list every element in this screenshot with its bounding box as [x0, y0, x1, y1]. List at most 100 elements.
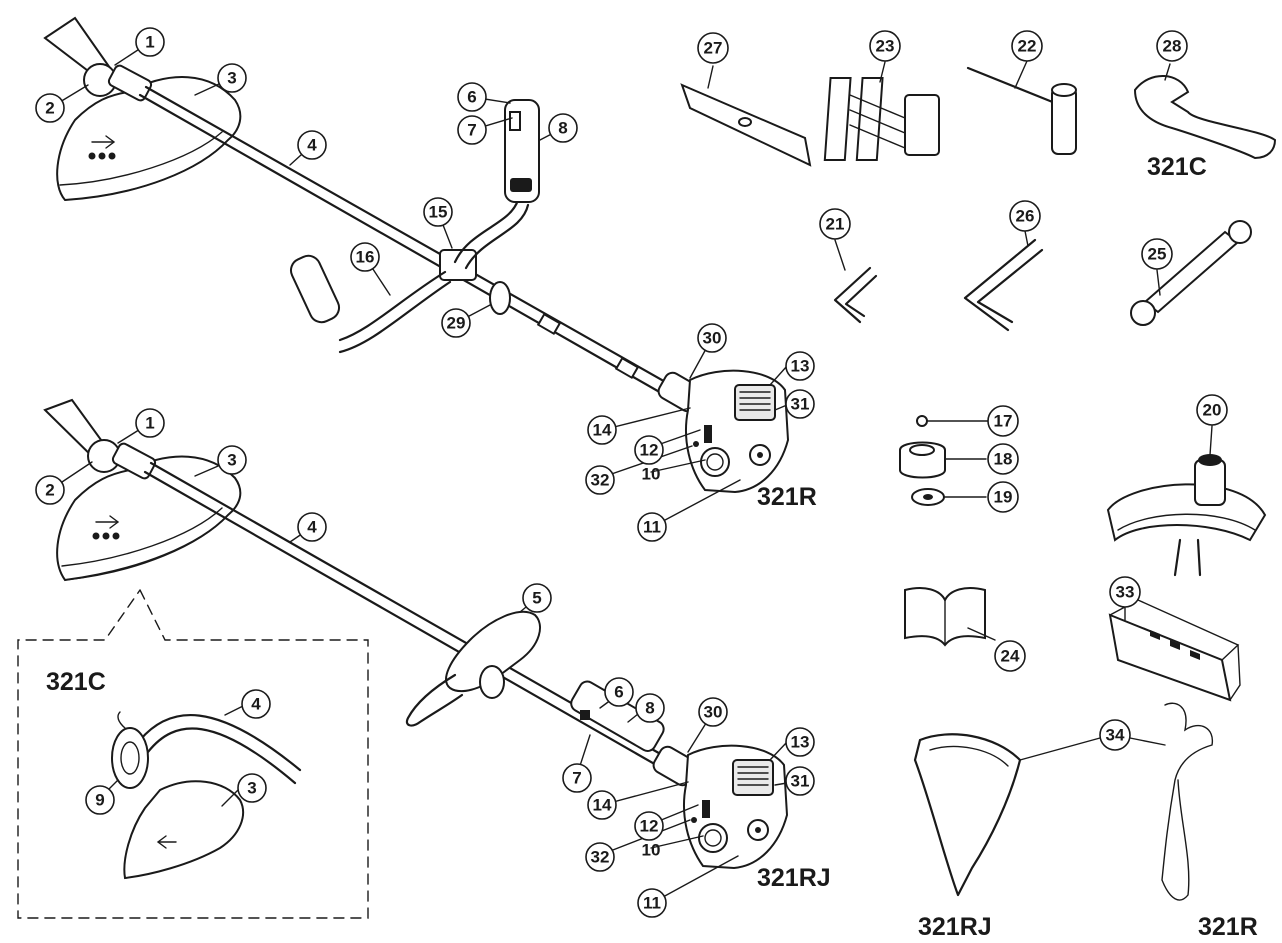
svg-text:34: 34	[1106, 726, 1125, 745]
svg-text:11: 11	[643, 894, 661, 913]
callout-4: 4	[297, 512, 327, 542]
callout-28: 28	[1156, 30, 1188, 62]
inset-321c	[17, 589, 369, 919]
callout-3: 3	[217, 63, 247, 93]
callout-7: 7	[457, 115, 487, 145]
battery-pack	[1108, 599, 1241, 702]
svg-text:6: 6	[614, 683, 623, 702]
model-label-harness-left: 321RJ	[918, 913, 992, 941]
callout-22: 22	[1011, 30, 1043, 62]
svg-text:7: 7	[572, 769, 581, 788]
callout-11: 11	[637, 512, 667, 542]
svg-text:3: 3	[247, 779, 256, 798]
svg-text:10: 10	[642, 465, 661, 484]
svg-text:11: 11	[643, 518, 661, 537]
callout-6: 6	[457, 82, 487, 112]
callout-23: 23	[869, 30, 901, 62]
callout-6: 6	[604, 677, 634, 707]
svg-text:2: 2	[45, 99, 54, 118]
harness-321r	[1161, 702, 1214, 901]
callouts-lower: 1 2 3 4 5 6 8 7 30 13 31 14 12 32 10 11	[35, 408, 815, 918]
svg-text:4: 4	[307, 518, 317, 537]
callout-3: 3	[217, 445, 247, 475]
callout-12: 12	[634, 435, 664, 465]
upper-handlebar	[453, 198, 520, 264]
nut	[916, 415, 928, 427]
callout-18: 18	[987, 443, 1019, 475]
hex-key-small	[833, 266, 872, 324]
svg-text:19: 19	[994, 488, 1013, 507]
svg-text:5: 5	[532, 589, 541, 608]
svg-text:21: 21	[826, 215, 845, 234]
hex-key-large	[963, 238, 1037, 332]
callout-10: 10	[642, 465, 661, 484]
svg-text:20: 20	[1203, 401, 1222, 420]
callout-32: 32	[585, 842, 615, 872]
svg-text:8: 8	[645, 699, 654, 718]
callout-19: 19	[987, 481, 1019, 513]
model-label-harness-right: 321R	[1198, 913, 1258, 941]
callout-8: 8	[635, 693, 665, 723]
svg-text:31: 31	[791, 772, 810, 791]
svg-text:3: 3	[227, 69, 236, 88]
lower-brushcutter	[43, 398, 789, 870]
callout-31: 31	[785, 766, 815, 796]
svg-text:12: 12	[640, 817, 659, 836]
open-wrench	[1133, 75, 1277, 160]
callout-9: 9	[85, 785, 115, 815]
svg-text:4: 4	[307, 136, 317, 155]
callout-14: 14	[587, 415, 617, 445]
svg-text:28: 28	[1163, 37, 1182, 56]
socket-wrench	[966, 66, 1077, 155]
svg-text:24: 24	[1001, 647, 1020, 666]
svg-text:1: 1	[145, 33, 154, 52]
callout-30: 30	[698, 697, 728, 727]
model-label-lower: 321RJ	[757, 864, 831, 892]
callout-21: 21	[819, 208, 851, 240]
svg-text:27: 27	[704, 39, 723, 58]
callout-31: 31	[785, 389, 815, 419]
callout-15: 15	[423, 197, 453, 227]
lower-engine	[652, 744, 789, 870]
svg-text:2: 2	[45, 481, 54, 500]
callout-4: 4	[297, 130, 327, 160]
svg-text:1: 1	[145, 414, 154, 433]
callout-17: 17	[987, 405, 1019, 437]
upper-shaft	[138, 93, 672, 400]
svg-text:14: 14	[593, 796, 612, 815]
callout-1: 1	[135, 27, 165, 57]
callout-34: 34	[1099, 719, 1131, 751]
svg-text:13: 13	[791, 357, 810, 376]
svg-text:23: 23	[876, 37, 895, 56]
svg-text:9: 9	[95, 791, 104, 810]
svg-text:6: 6	[467, 88, 476, 107]
svg-text:15: 15	[429, 203, 448, 222]
callouts-inset: 4 9 3	[85, 689, 271, 815]
svg-text:31: 31	[791, 395, 810, 414]
svg-text:32: 32	[591, 848, 610, 867]
callout-16: 16	[350, 242, 380, 272]
svg-text:4: 4	[251, 695, 261, 714]
callout-13: 13	[785, 727, 815, 757]
upper-handle-clamp	[439, 249, 477, 281]
svg-text:25: 25	[1148, 245, 1167, 264]
inset-guard	[123, 780, 245, 880]
model-label-upper: 321R	[757, 483, 817, 511]
callouts-accessories: 27 23 22 28 21 26 25 17 18 19 20 24 33 3…	[697, 30, 1228, 751]
callout-11: 11	[637, 888, 667, 918]
callout-12: 12	[634, 811, 664, 841]
upper-engine	[657, 369, 790, 494]
upper-left-grip	[289, 254, 341, 324]
callout-29: 29	[441, 308, 471, 338]
callout-10: 10	[642, 841, 661, 860]
callout-26: 26	[1009, 200, 1041, 232]
callout-32: 32	[585, 465, 615, 495]
callout-30: 30	[697, 323, 727, 353]
callout-33: 33	[1109, 576, 1141, 608]
callout-20: 20	[1196, 394, 1228, 426]
inset-shaft	[138, 714, 302, 772]
inset-trimmer-head	[111, 727, 149, 789]
harness-321rj	[913, 733, 1022, 897]
callout-5: 5	[522, 583, 552, 613]
